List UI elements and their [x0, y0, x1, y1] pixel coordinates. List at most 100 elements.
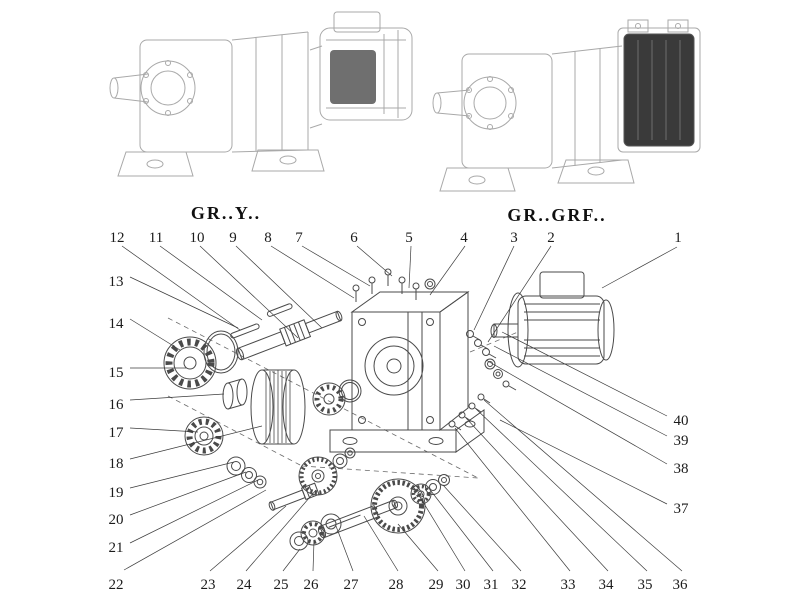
- callout-27: 27: [344, 577, 360, 593]
- housing-bore: [364, 336, 424, 396]
- leader-line-11: [159, 245, 263, 321]
- leader-line-34: [465, 417, 609, 572]
- callout-1: 1: [674, 230, 682, 246]
- leader-line-26: [312, 540, 315, 572]
- callout-25: 25: [274, 577, 289, 593]
- output-shaft-drawing: [109, 73, 149, 103]
- callout-39: 39: [674, 433, 689, 449]
- leader-line-36: [483, 399, 683, 572]
- leader-line-31: [430, 490, 494, 572]
- callout-22: 22: [109, 577, 124, 593]
- callout-28: 28: [389, 577, 404, 593]
- leader-line-33: [454, 427, 571, 572]
- leader-line-35: [475, 408, 648, 572]
- callout-34: 34: [599, 577, 615, 593]
- callout-18: 18: [109, 456, 124, 472]
- callout-30: 30: [456, 577, 471, 593]
- gear-housing: [329, 291, 485, 453]
- leader-line-32: [442, 484, 522, 572]
- leader-line-39: [493, 345, 668, 437]
- leader-line-40: [501, 331, 668, 417]
- gear-bearing: [312, 382, 346, 416]
- callout-9: 9: [229, 230, 237, 246]
- leader-line-2: [487, 245, 552, 343]
- variant-label-gr-grf: GR..GRF..: [507, 205, 606, 225]
- leader-line-37: [499, 419, 668, 505]
- output-shaft-drawing-2: [432, 89, 471, 117]
- callout-6: 6: [350, 230, 358, 246]
- motor-shaft: [493, 323, 519, 338]
- callout-16: 16: [109, 397, 125, 413]
- output-washers: [289, 513, 342, 551]
- cover-bolts: [352, 268, 436, 302]
- leader-line-12: [121, 245, 241, 331]
- leader-line-20: [129, 471, 247, 516]
- leader-line-14: [129, 318, 181, 351]
- roller-bearing: [184, 416, 224, 456]
- housing-side-hardware: [448, 393, 491, 431]
- callout-20: 20: [109, 512, 124, 528]
- callout-37: 37: [674, 501, 690, 517]
- callout-29: 29: [429, 577, 444, 593]
- callout-7: 7: [295, 230, 303, 246]
- callout-8: 8: [264, 230, 272, 246]
- front-hub: [140, 60, 196, 116]
- motor-dark-section: [330, 50, 376, 104]
- leader-line-4: [429, 245, 466, 296]
- leader-line-6: [356, 245, 393, 277]
- gearbox-housing-drawing: [139, 31, 309, 153]
- leader-line-27: [335, 525, 354, 572]
- gearbox-housing-drawing-2: [461, 45, 623, 169]
- callout-21: 21: [109, 540, 124, 556]
- leader-line-24: [245, 489, 317, 572]
- leader-line-19: [129, 461, 235, 489]
- leader-line-17: [129, 427, 199, 433]
- dark-cover: [623, 33, 695, 147]
- callout-2: 2: [547, 230, 555, 246]
- leader-line-22: [123, 489, 267, 571]
- output-gear: [370, 478, 426, 534]
- callout-13: 13: [109, 274, 124, 290]
- callout-14: 14: [109, 316, 125, 332]
- leader-line-38: [485, 359, 668, 465]
- leader-lines: [121, 245, 683, 572]
- callout-23: 23: [201, 577, 216, 593]
- motor-fasteners: [466, 330, 517, 391]
- shaft-keys: [230, 303, 293, 339]
- leader-line-23: [209, 505, 287, 572]
- variant-label-gr-y: GR..Y..: [191, 203, 261, 223]
- motor-flange: [507, 292, 529, 368]
- eye-bolt: [424, 278, 436, 290]
- gear-teeth-hatch: [265, 370, 291, 444]
- leader-line-29: [397, 523, 439, 572]
- leader-line-9: [235, 245, 323, 329]
- callout-3: 3: [510, 230, 518, 246]
- washer-set: [226, 456, 267, 489]
- exploded-view: [163, 268, 615, 551]
- mounting-feet-drawing: [117, 149, 325, 177]
- leader-line-25: [282, 548, 301, 572]
- input-shaft: [235, 310, 343, 361]
- callout-17: 17: [109, 425, 125, 441]
- output-bearing-set: [410, 474, 450, 505]
- callout-38: 38: [674, 461, 689, 477]
- leader-line-28: [363, 515, 399, 572]
- leader-line-7: [301, 245, 371, 287]
- callout-31: 31: [484, 577, 499, 593]
- assembly-axis-lines: [167, 317, 519, 479]
- leader-line-3: [473, 245, 515, 331]
- front-hub-inner: [150, 70, 186, 106]
- front-hub-inner-2: [473, 86, 507, 120]
- callout-12: 12: [110, 230, 125, 246]
- callout-5: 5: [405, 230, 413, 246]
- housing-feet: [329, 409, 485, 453]
- leader-line-30: [419, 496, 466, 572]
- leader-line-13: [129, 276, 239, 329]
- callout-4: 4: [460, 230, 468, 246]
- motor-exploded: [490, 271, 615, 368]
- retaining-ring: [338, 379, 362, 403]
- callout-11: 11: [149, 230, 163, 246]
- gearmotor-drawing-gr-y: [109, 11, 413, 177]
